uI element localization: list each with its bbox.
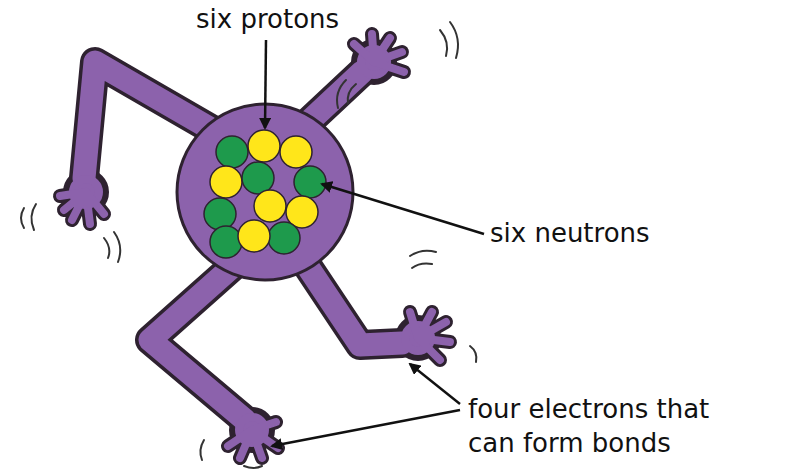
neutron	[268, 222, 300, 254]
proton	[210, 166, 242, 198]
part-label: six protons	[196, 2, 339, 36]
hand	[60, 34, 450, 458]
proton	[248, 130, 280, 162]
leader-arrow	[265, 40, 484, 446]
nucleus	[204, 130, 326, 258]
neutron	[210, 226, 242, 258]
part-label: four electrons that can form bonds	[468, 392, 730, 460]
proton	[238, 220, 270, 252]
proton	[254, 190, 286, 222]
neutron	[216, 136, 248, 168]
neutron	[294, 166, 326, 198]
hand-outline	[60, 34, 450, 458]
motion-marks	[21, 22, 476, 468]
neutron	[242, 162, 274, 194]
arm	[84, 62, 402, 420]
arm-outline	[84, 62, 402, 420]
part-label: six neutrons	[490, 216, 650, 250]
neutron	[204, 198, 236, 230]
atom-body	[177, 104, 353, 280]
proton	[280, 136, 312, 168]
